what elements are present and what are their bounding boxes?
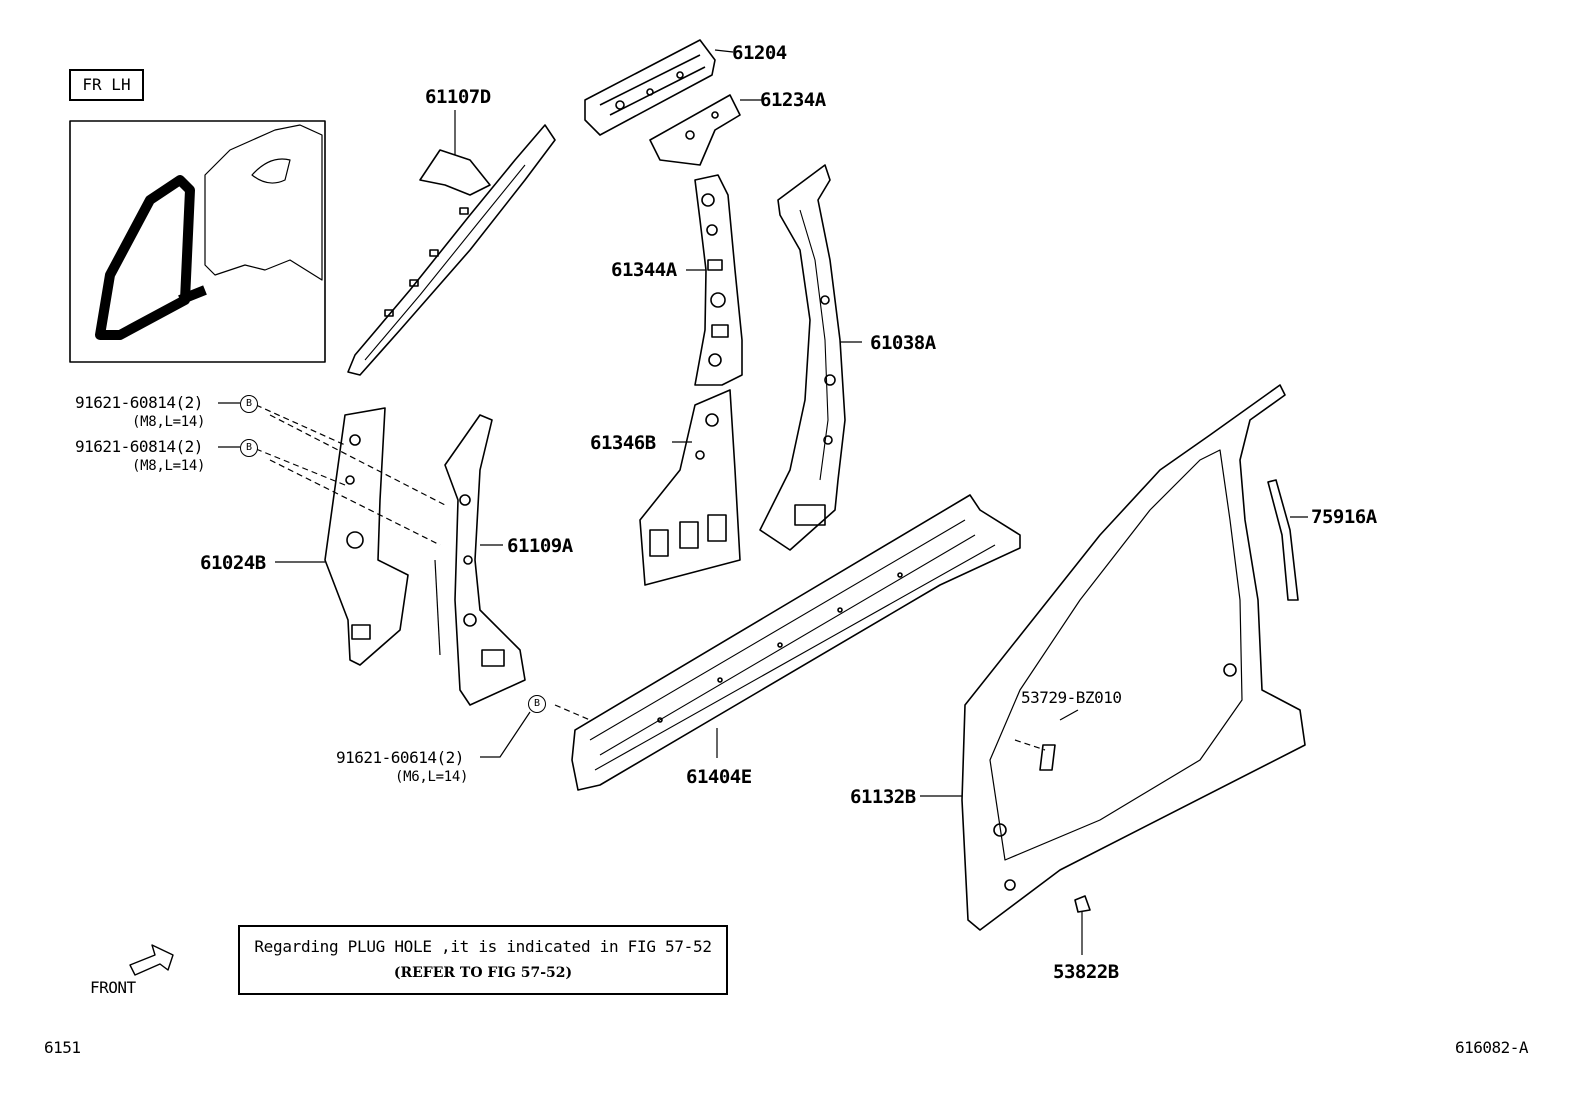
label-61344A: 61344A: [611, 259, 677, 281]
bolt3-spec: (M6,L=14): [395, 769, 469, 785]
label-53729-BZ010: 53729-BZ010: [1021, 688, 1122, 707]
label-61204: 61204: [732, 42, 787, 64]
label-53822B: 53822B: [1053, 961, 1119, 983]
part-61344A-shape: [686, 174, 743, 386]
bolt-callout-lines: [218, 402, 1079, 758]
label-61404E: 61404E: [686, 766, 752, 788]
part-61038A-shape: [759, 164, 862, 551]
bolt3-part-number: 91621-60614(2): [336, 748, 464, 767]
label-61038A: 61038A: [870, 332, 936, 354]
note-line-1: Regarding PLUG HOLE ,it is indicated in …: [254, 937, 712, 956]
label-61024B: 61024B: [200, 552, 266, 574]
label-61109A: 61109A: [507, 535, 573, 557]
part-61204-shape: [584, 39, 734, 136]
part-61132B-shape: [920, 384, 1306, 931]
front-label: FRONT: [90, 978, 136, 997]
bolt3-marker-b: B: [528, 695, 546, 713]
label-61234A: 61234A: [760, 89, 826, 111]
bolt-leader-lines: [255, 404, 1046, 751]
label-61107D: 61107D: [425, 86, 491, 108]
footer-left-code: 6151: [44, 1038, 81, 1057]
label-61346B: 61346B: [590, 432, 656, 454]
part-61404E-shape: [571, 494, 1021, 791]
bolt2-marker-b: B: [240, 439, 258, 457]
label-75916A: 75916A: [1311, 506, 1377, 528]
plug-hole-note: Regarding PLUG HOLE ,it is indicated in …: [238, 925, 728, 995]
bolt1-marker-b: B: [240, 395, 258, 413]
part-61346B-shape: [639, 389, 741, 586]
note-line-2: (REFER TO FIG 57-52): [393, 965, 573, 981]
front-arrow-icon: [129, 944, 174, 976]
part-61234A-shape: [649, 94, 762, 166]
region-label: FR LH: [69, 69, 144, 101]
label-61132B: 61132B: [850, 786, 916, 808]
bolt2-spec: (M8,L=14): [132, 458, 206, 474]
footer-right-code: 616082-A: [1455, 1038, 1529, 1057]
bolt2-part-number: 91621-60814(2): [75, 437, 203, 456]
part-53729-shape: [1039, 744, 1056, 771]
locator-vehicle-outline: [95, 124, 323, 340]
bolt1-part-number: 91621-60814(2): [75, 393, 203, 412]
part-75916A-shape: [1267, 479, 1308, 601]
bolt1-spec: (M8,L=14): [132, 414, 206, 430]
locator-inset-frame: [69, 120, 326, 363]
part-61024B-shape: [275, 407, 409, 666]
part-53822B-shape: [1074, 895, 1091, 955]
part-61109A-shape: [434, 414, 526, 706]
part-61107D-shape: [347, 110, 556, 376]
